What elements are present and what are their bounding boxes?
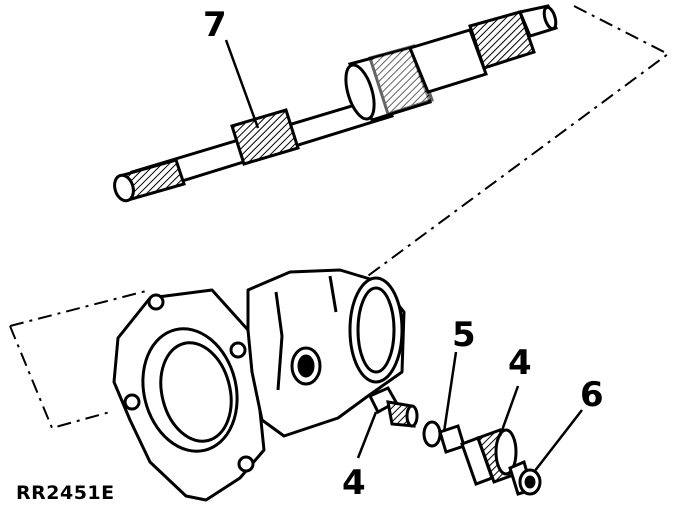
plug-drawing bbox=[508, 459, 542, 496]
input-shaft-drawing bbox=[113, 4, 558, 203]
straight-fitting-drawing bbox=[460, 428, 518, 486]
callout-5: 5 bbox=[452, 315, 476, 355]
leader-lines bbox=[224, 39, 583, 473]
plane-outline bbox=[9, 5, 670, 430]
callout-4-upper: 4 bbox=[508, 343, 532, 383]
o-ring-drawing bbox=[422, 420, 466, 454]
callout-7: 7 bbox=[203, 5, 227, 45]
callout-6: 6 bbox=[580, 375, 604, 415]
figure-id: RR2451E bbox=[16, 482, 115, 504]
housing-drawing bbox=[112, 268, 406, 502]
elbow-fitting-drawing bbox=[367, 386, 419, 428]
callout-4-lower: 4 bbox=[342, 463, 366, 503]
